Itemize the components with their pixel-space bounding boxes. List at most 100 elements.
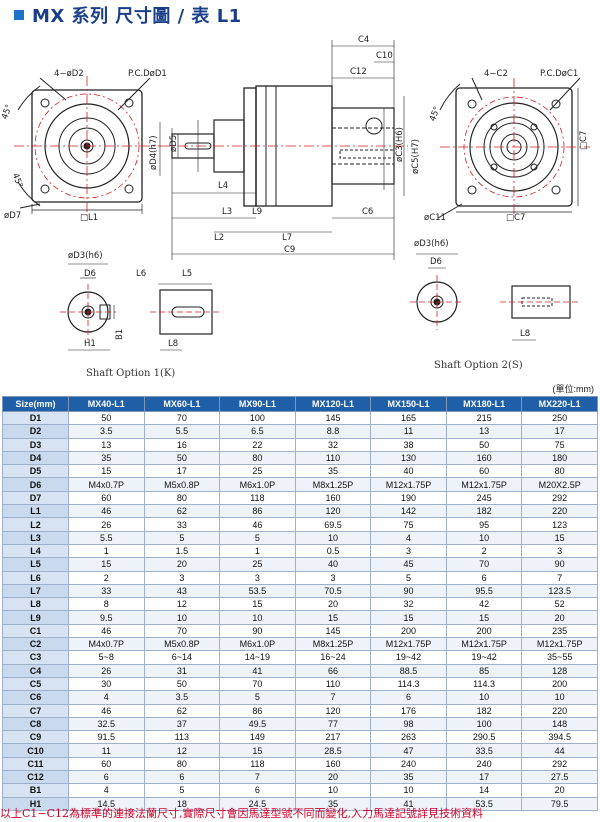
table-cell: 14~19 (219, 650, 296, 665)
table-cell: 292 (521, 490, 598, 506)
row-header: L4 (2, 543, 69, 559)
table-cell: 180 (521, 450, 598, 466)
table-cell: 200 (370, 623, 447, 639)
label-k-l8: L8 (168, 339, 178, 349)
table-cell: 8.8 (294, 424, 372, 439)
table-cell: 1 (68, 543, 145, 559)
row-header: L5 (2, 557, 69, 572)
table-cell: 14.5 (68, 796, 145, 811)
table-cell: 160 (294, 490, 372, 506)
table-cell: 46 (219, 517, 296, 532)
table-cell: 290.5 (445, 730, 523, 745)
table-cell: 15 (219, 743, 296, 758)
row-header: H1 (2, 796, 69, 811)
table-cell: 5.5 (68, 530, 145, 545)
table-cell: 79.5 (521, 796, 598, 811)
table-cell: 15 (68, 557, 145, 572)
label-45-bottom: 45° (10, 172, 25, 190)
row-header: D7 (2, 490, 69, 506)
table-cell: 113 (143, 730, 221, 745)
table-cell: 12 (143, 743, 221, 758)
label-pcd-d1: P.C.DøD1 (128, 69, 167, 79)
side-flange (243, 87, 257, 207)
table-cell: 1 (219, 543, 296, 559)
table-cell: 145 (294, 410, 372, 426)
table-cell: M4x0.7P (68, 477, 145, 492)
table-cell: 10 (445, 530, 523, 545)
table-cell: 32 (294, 437, 372, 452)
table-cell: 4 (68, 783, 145, 798)
front-bolt-hole (124, 184, 134, 194)
table-cell: 22 (219, 437, 296, 452)
table-cell: 0.5 (294, 543, 372, 559)
table-cell: 2 (445, 543, 523, 559)
row-header: D6 (2, 477, 69, 492)
table-cell: 3 (294, 570, 372, 585)
table-cell: 15 (68, 464, 145, 479)
table-cell: 3 (143, 570, 221, 585)
table-cell: 130 (370, 450, 447, 466)
table-cell: 7 (294, 690, 372, 705)
table-cell: 70 (143, 623, 221, 639)
front-bolt-hole (124, 98, 134, 108)
table-cell: 5 (143, 783, 221, 798)
table-cell: 35~55 (521, 650, 598, 665)
table-cell: 18 (143, 796, 221, 811)
row-header: B1 (2, 783, 69, 798)
table-cell: 292 (521, 756, 598, 772)
table-cell: 10 (219, 610, 296, 625)
table-cell: 182 (445, 703, 523, 718)
table-cell: 95 (445, 517, 523, 532)
row-header: D3 (2, 437, 69, 452)
label-45-top: 45° (0, 103, 15, 121)
table-cell: 53.5 (219, 583, 296, 599)
table-cell: 10 (370, 783, 447, 798)
table-cell: 98 (370, 716, 447, 732)
table-cell: 32 (370, 597, 447, 612)
label-pcd-c1: P.C.DøC1 (540, 69, 578, 79)
table-cell: 95.5 (445, 583, 523, 599)
table-cell: 46 (68, 623, 145, 639)
table-cell: 5 (219, 530, 296, 545)
table-cell: 40 (294, 557, 372, 572)
table-cell: 13 (445, 424, 523, 439)
table-cell: 13 (68, 437, 145, 452)
table-cell: 33 (143, 517, 221, 532)
label-s-d6: D6 (430, 257, 442, 267)
table-cell: 17 (143, 464, 221, 479)
table-cell: 1.5 (143, 543, 221, 559)
table-cell: 69.5 (294, 517, 372, 532)
table-cell: 40 (370, 464, 447, 479)
label-l1-front: □L1 (80, 213, 98, 223)
column-header: MX220-L1 (521, 396, 598, 412)
table-cell: M8x1.25P (294, 637, 372, 652)
table-cell: 200 (445, 623, 523, 639)
table-cell: 32.5 (68, 716, 145, 732)
table-cell: 35 (294, 796, 372, 811)
table-cell: 16 (143, 437, 221, 452)
table-cell: 60 (445, 464, 523, 479)
table-cell: M5x0.8P (143, 477, 221, 492)
label-l2: L2 (214, 233, 224, 243)
table-cell: 43 (143, 583, 221, 599)
table-cell: 6 (370, 690, 447, 705)
table-cell: 70 (219, 676, 296, 692)
table-cell: 35 (68, 450, 145, 466)
table-cell: 35 (294, 464, 372, 479)
label-c11: øC11 (424, 213, 446, 223)
table-cell: 8 (68, 597, 145, 612)
title-text: MX 系列 尺寸圖 / 表 L1 (32, 6, 242, 27)
table-cell: 10 (294, 783, 372, 798)
table-cell: 10 (143, 610, 221, 625)
table-cell: 6~14 (143, 650, 221, 665)
